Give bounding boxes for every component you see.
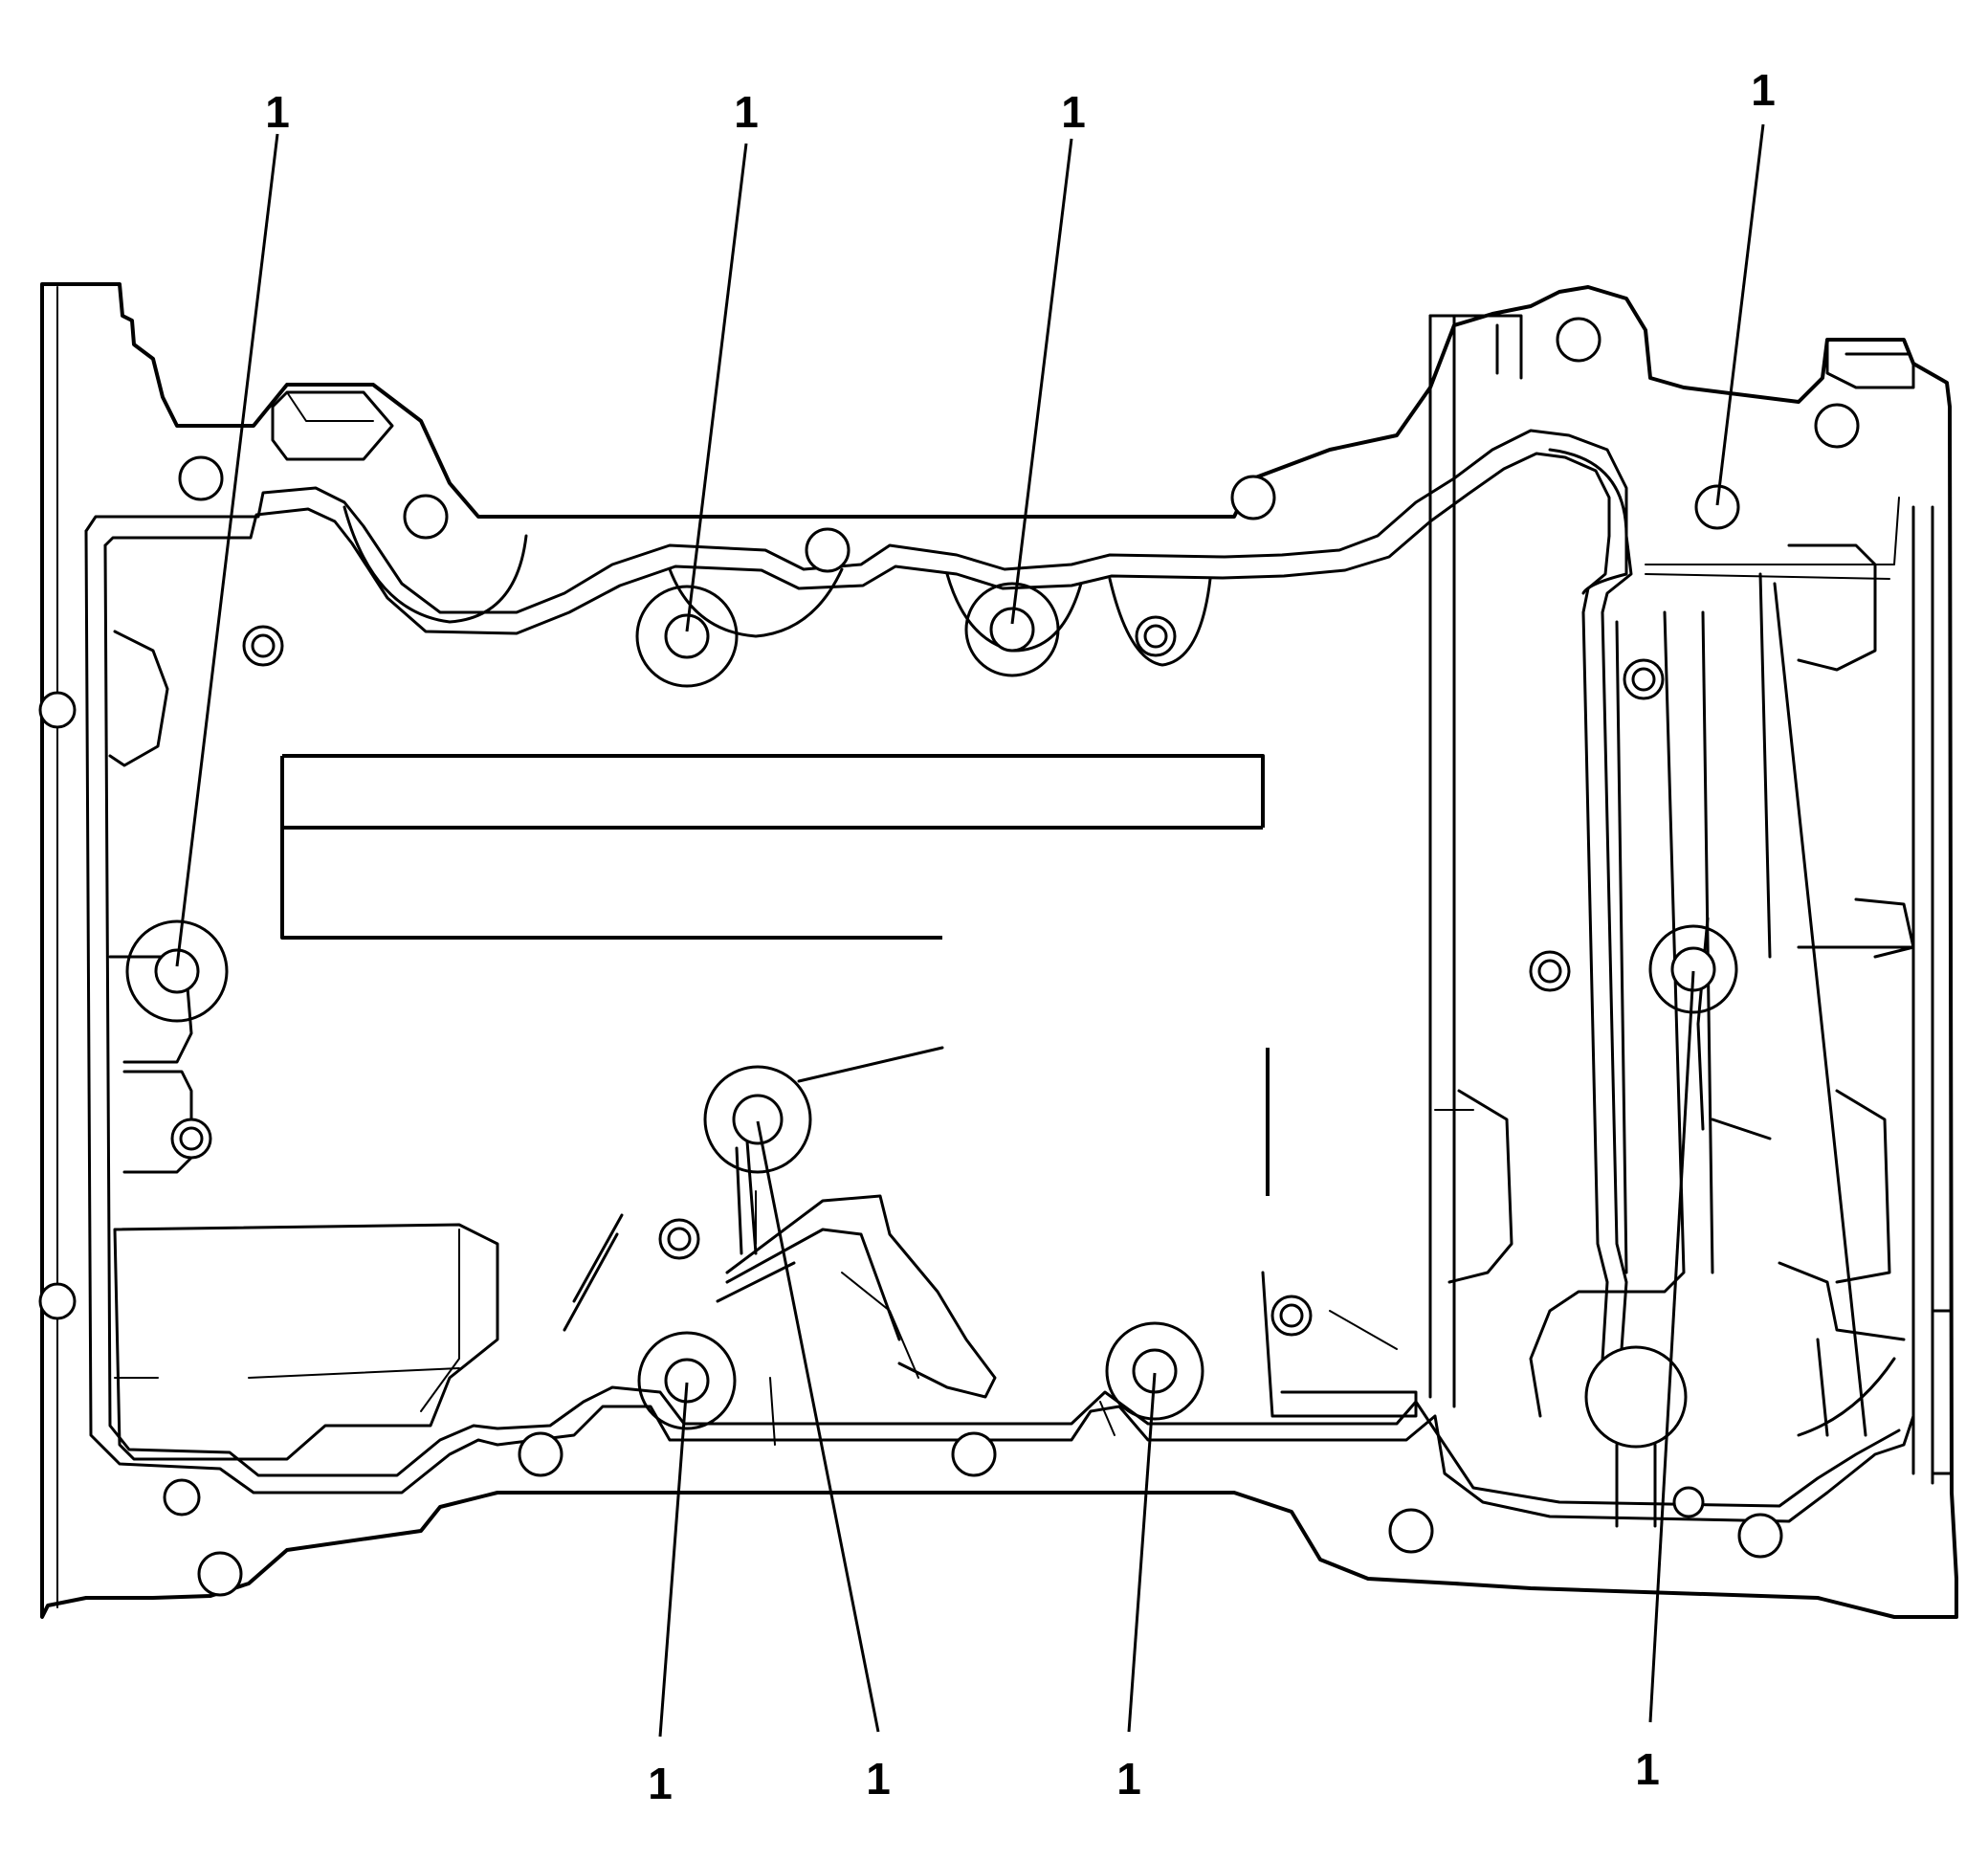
flange-holes (38, 317, 1860, 1597)
marked-bolts (125, 484, 1740, 1430)
casting-ribs (56, 286, 1915, 1608)
baffle-bolts (170, 615, 1665, 1337)
leader-line-8 (1648, 970, 1695, 1723)
leader-line-7 (1127, 1372, 1157, 1733)
callout-labels: 1 1 1 1 1 1 1 1 1 (265, 65, 1776, 1808)
callout-label-5: 1 (648, 1759, 673, 1808)
callout-label-8: 1 (1635, 1744, 1660, 1794)
leader-line-1 (175, 133, 279, 967)
leader-line-3 (1010, 138, 1073, 625)
leader-lines (175, 123, 1765, 1738)
gasket-flange (84, 429, 1915, 1523)
callout-label-6: 1 (866, 1754, 891, 1804)
callout-label-3: 1 (1061, 87, 1086, 137)
leader-line-6 (756, 1120, 880, 1733)
callout-label-7: 1 (1116, 1754, 1141, 1804)
leader-line-5 (658, 1382, 689, 1738)
leader-line-4 (1715, 123, 1765, 506)
callout-label-4: 1 (1751, 65, 1776, 115)
callout-label-2: 1 (734, 87, 759, 137)
leader-line-2 (685, 143, 748, 632)
center-panel-outline (280, 754, 1270, 1196)
callout-label-1: 1 (265, 87, 290, 137)
